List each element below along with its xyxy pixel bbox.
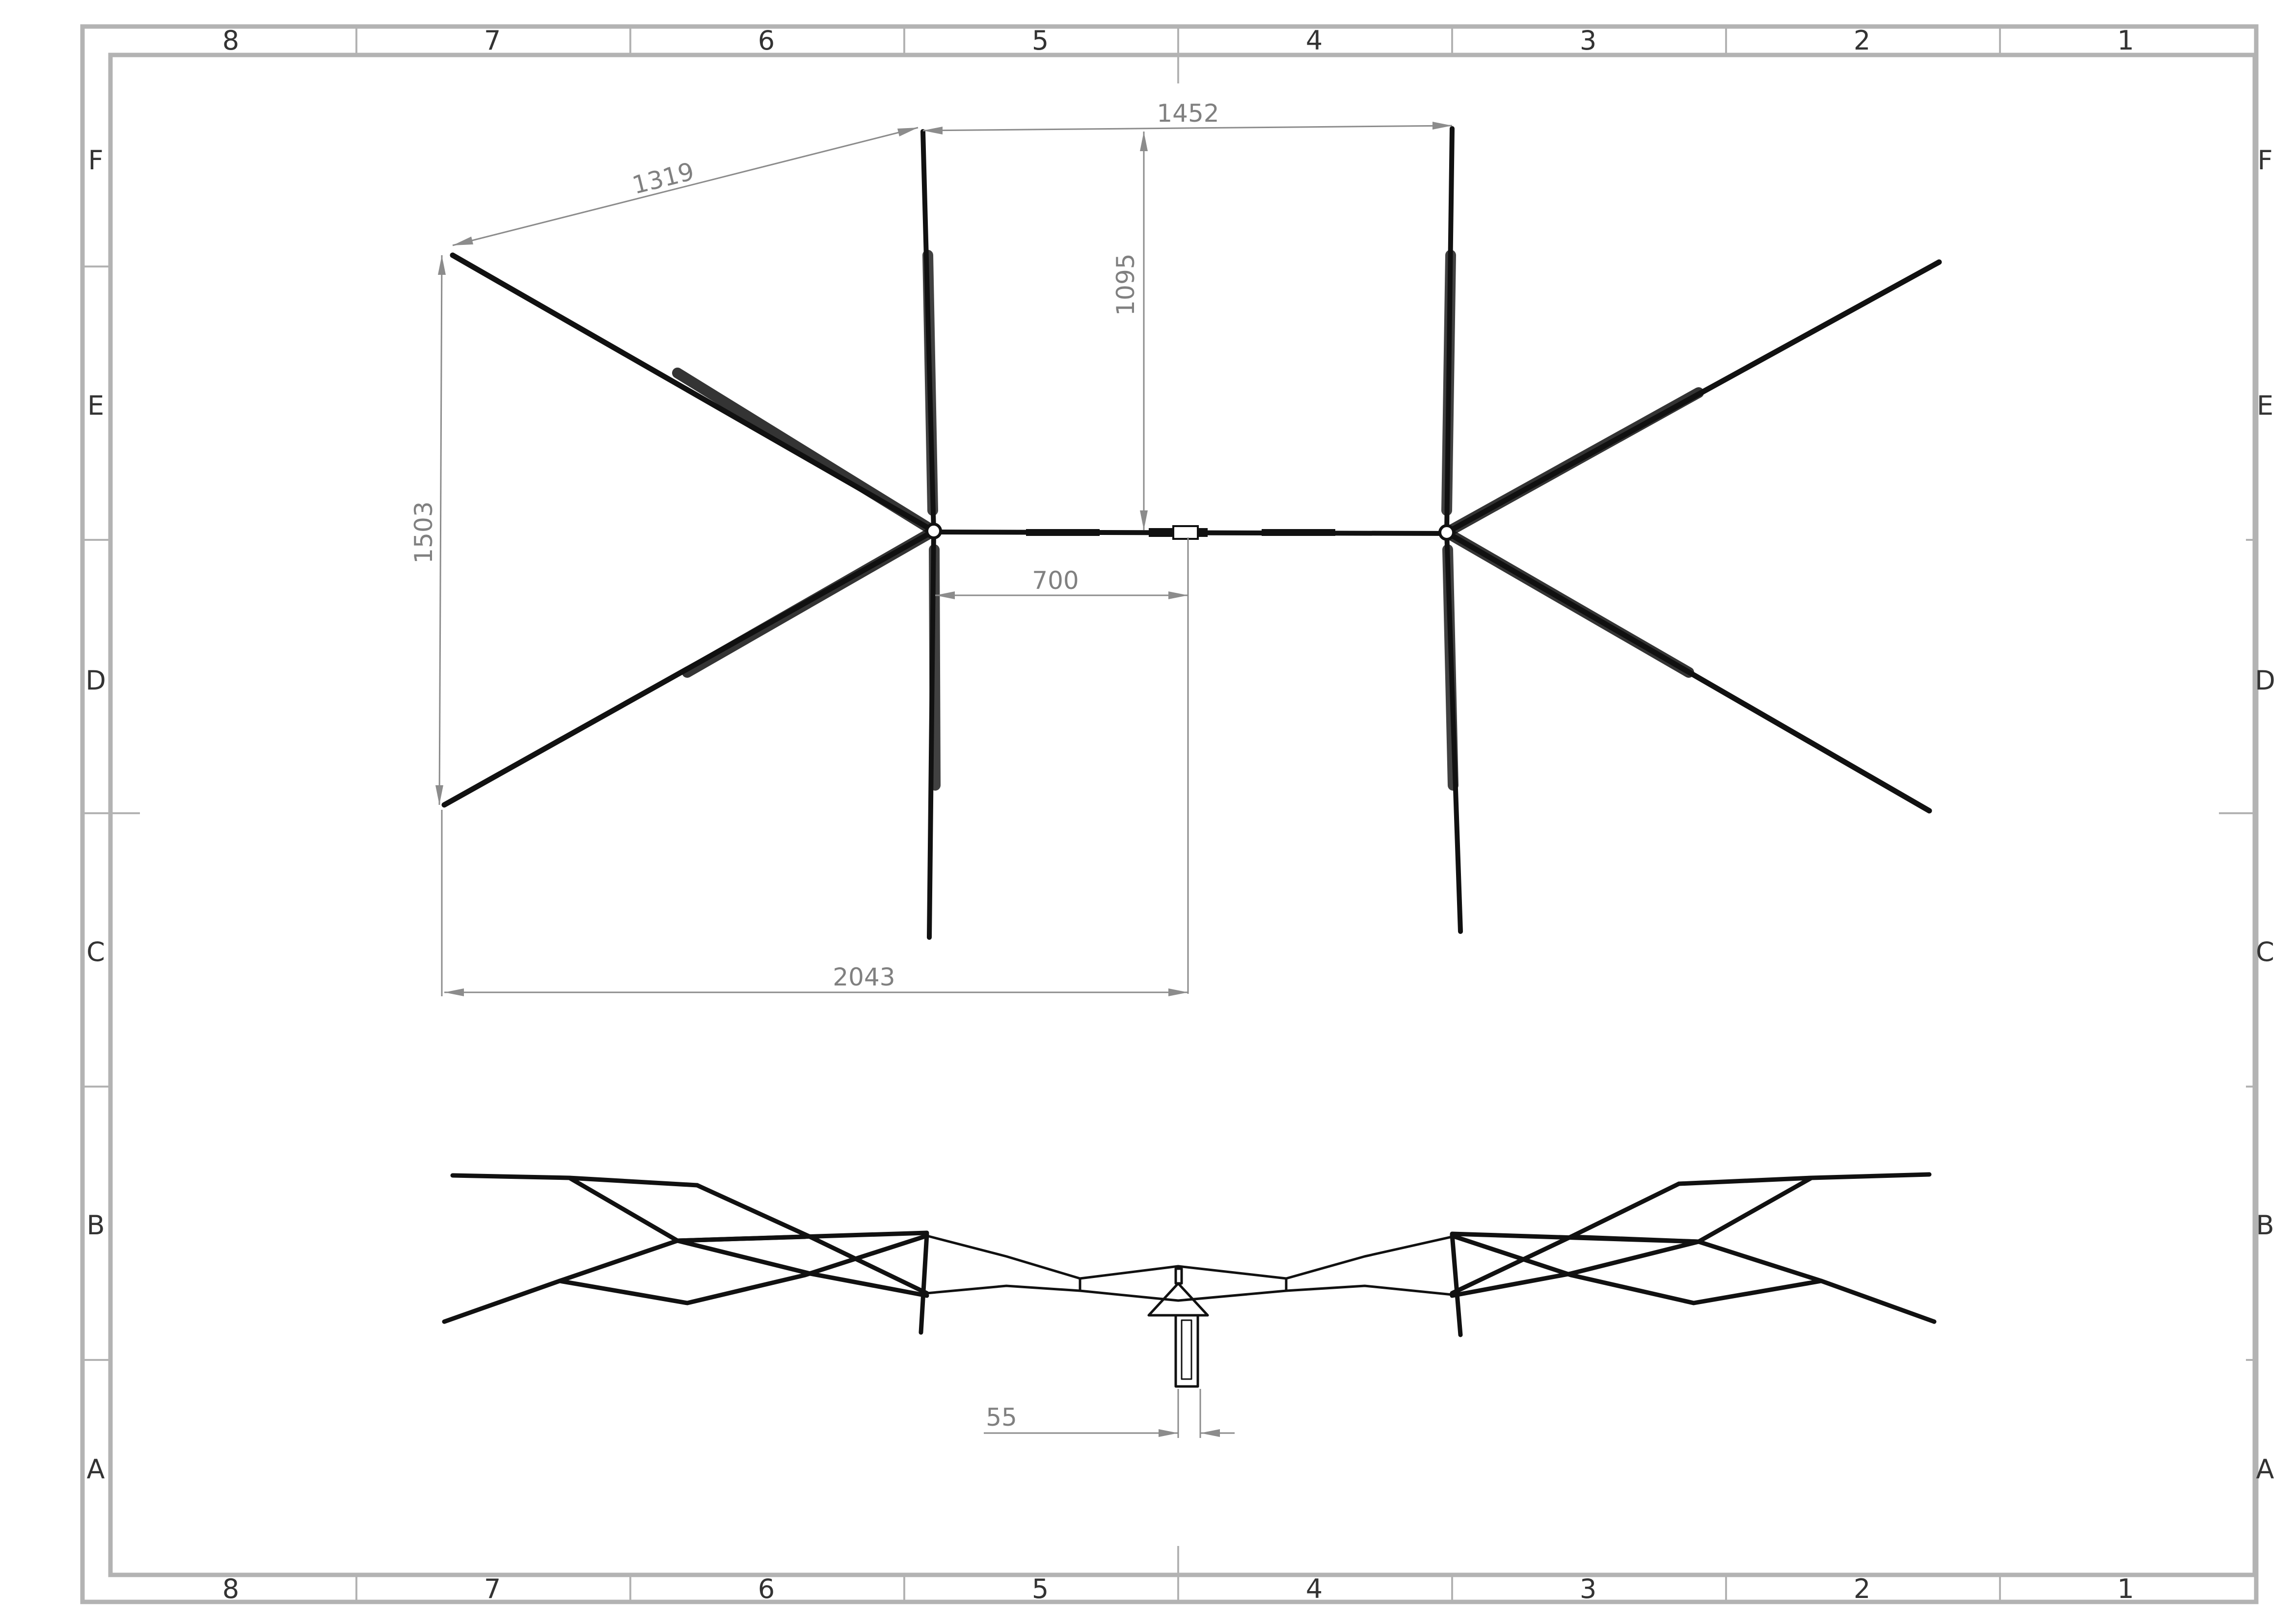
- dimension-label-1452: 1452: [1157, 99, 1219, 128]
- row-label: D: [2255, 665, 2275, 696]
- row-label: C: [2256, 936, 2274, 967]
- column-label: 3: [1580, 25, 1596, 56]
- column-labels-top: 8 7 6 5 4 3 2 1: [222, 25, 2134, 56]
- row-label: E: [2257, 390, 2273, 421]
- center-mount: [1147, 1267, 1209, 1388]
- column-label: 4: [1306, 1573, 1323, 1604]
- row-label: B: [86, 1210, 105, 1241]
- row-label: F: [2257, 145, 2272, 176]
- front-center-truss: [925, 1234, 1454, 1302]
- row-label: A: [2256, 1454, 2274, 1485]
- column-label: 5: [1032, 1573, 1049, 1604]
- column-label: 6: [758, 1573, 775, 1604]
- front-right-frame: [1450, 1172, 1937, 1337]
- front-view: [442, 1172, 1937, 1388]
- column-labels-bottom: 8 7 6 5 4 3 2 1: [222, 1573, 2134, 1604]
- sheet-frame: [80, 24, 2259, 1604]
- dimension-labels: 1319 1452 1095 1503 700 2043 55: [409, 99, 1219, 1432]
- column-label: 8: [222, 1573, 239, 1604]
- column-label: 4: [1306, 25, 1323, 56]
- front-left-frame: [442, 1173, 929, 1335]
- left-hub-arms: [441, 129, 941, 940]
- left-hub: [925, 523, 942, 539]
- column-label: 2: [1854, 25, 1870, 56]
- top-view: [441, 126, 1942, 940]
- row-label: C: [86, 936, 105, 967]
- column-label: 8: [222, 25, 239, 56]
- row-label: F: [88, 145, 103, 176]
- outer-border: [80, 24, 2259, 1604]
- row-label: E: [87, 390, 104, 421]
- column-label: 3: [1580, 1573, 1596, 1604]
- column-label: 1: [2117, 1573, 2134, 1604]
- dimension-label-1319: 1319: [629, 157, 697, 200]
- right-hub-arms: [1441, 126, 1942, 934]
- column-label: 2: [1854, 1573, 1870, 1604]
- dimension-label-1095: 1095: [1111, 253, 1140, 316]
- column-label: 5: [1032, 25, 1049, 56]
- center-beam: [931, 525, 1449, 540]
- column-label: 7: [484, 25, 501, 56]
- column-label: 1: [2117, 25, 2134, 56]
- dimension-label-1503: 1503: [409, 501, 438, 563]
- dimension-label-2043: 2043: [833, 963, 895, 991]
- zone-ticks: [82, 27, 2256, 1602]
- row-label: B: [2256, 1210, 2274, 1241]
- row-label: D: [85, 665, 106, 696]
- dimension-label-700: 700: [1032, 566, 1079, 595]
- row-labels-left: F E D C B A: [85, 145, 106, 1485]
- row-label: A: [87, 1454, 105, 1485]
- row-labels-right: F E D C B A: [2255, 145, 2275, 1485]
- dimensions: [435, 122, 1453, 1438]
- column-label: 6: [758, 25, 775, 56]
- inner-border: [108, 53, 2257, 1577]
- dimension-label-55: 55: [986, 1403, 1017, 1432]
- right-hub: [1438, 524, 1455, 541]
- column-label: 7: [484, 1573, 501, 1604]
